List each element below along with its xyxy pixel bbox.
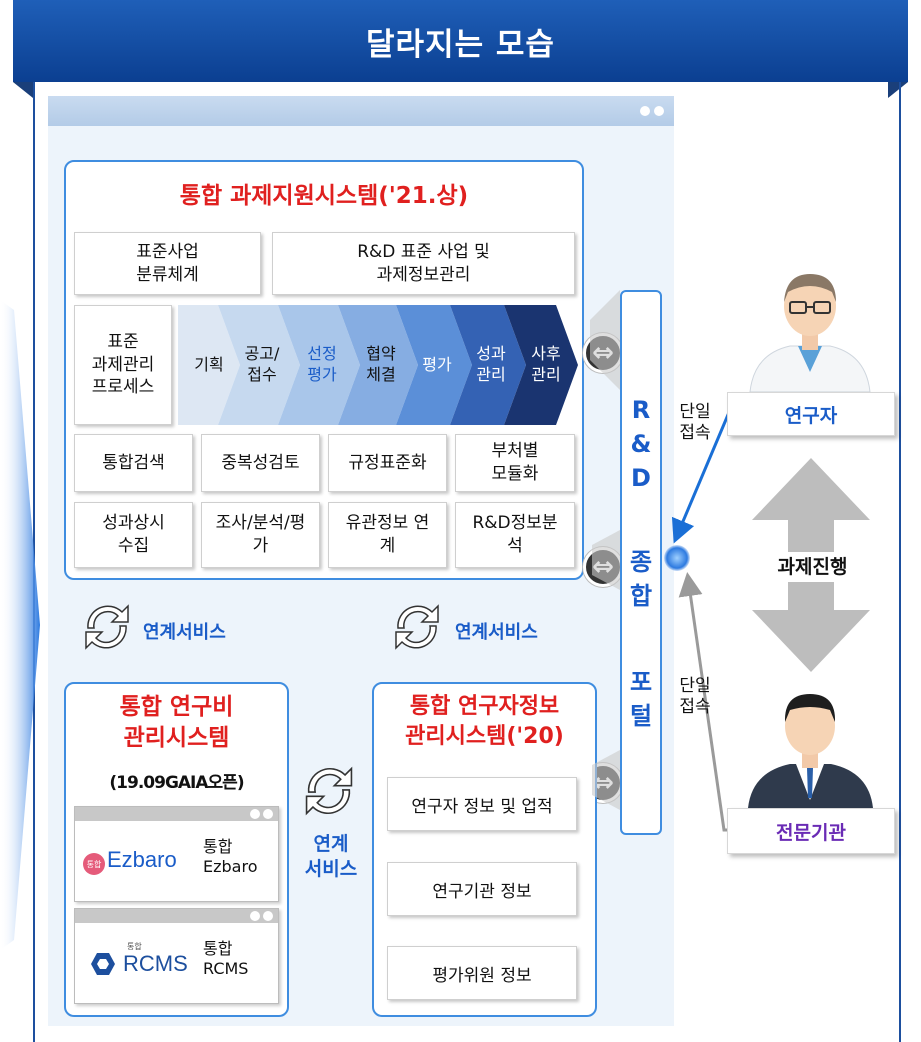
research-fund-title: 통합 연구비 관리시스템 [119, 694, 234, 752]
rcms-logo-icon [91, 953, 115, 975]
agency-role: 전문기관 [727, 808, 895, 854]
ezbaro-logo: Ezbaro [107, 847, 177, 872]
banner-fold-right [888, 82, 908, 98]
linked-service-label-left: 연계서비스 [143, 622, 226, 643]
step-planning: 기획 [194, 354, 224, 374]
window-dot-icon [654, 106, 664, 116]
window-titlebar [48, 96, 674, 126]
step-announce: 공고/ 접수 [244, 344, 280, 384]
portal-char: 털 [629, 702, 653, 730]
researcher-info-item: 연구자 정보 및 업적 [387, 777, 577, 831]
cycle-arrows-icon [298, 760, 360, 822]
single-access-top: 단일 접속 [679, 402, 711, 444]
rcms-app-box: 통합 RCMS 통합 RCMS [74, 908, 279, 1004]
researcher-info-title: 통합 연구자정보 관리시스템('20) [405, 694, 564, 749]
research-fund-subtitle: (19.09GAIA오픈) [109, 773, 244, 793]
window-dot-icon [640, 106, 650, 116]
portal-char: 합 [629, 582, 653, 610]
integrated-search-cell: 통합검색 [74, 434, 193, 492]
single-access-bottom: 단일 접속 [679, 676, 711, 718]
portal-char: 종 [629, 548, 653, 576]
process-chevrons [178, 305, 578, 425]
researcher-avatar-icon [740, 262, 880, 393]
ezbaro-app-box: 통합 Ezbaro 통합 Ezbaro [74, 806, 279, 902]
step-selection: 선정 평가 [307, 344, 337, 384]
standard-project-info-cell: R&D 표준 사업 및 과제정보관리 [272, 232, 575, 295]
step-shape-5 [396, 305, 472, 425]
page-title-banner: 달라지는 모습 [13, 0, 908, 82]
step-evaluation: 평가 [422, 354, 452, 374]
left-flow-arrow [0, 300, 40, 950]
institution-info-item: 연구기관 정보 [387, 862, 577, 916]
integrated-support-title: 통합 과제지원시스템('21.상) [179, 183, 469, 209]
survey-analysis-cell: 조사/분석/평 가 [201, 502, 320, 568]
portal-char: & [630, 430, 652, 458]
ezbaro-name: 통합 Ezbaro [203, 837, 258, 876]
evaluator-info-item: 평가위원 정보 [387, 946, 577, 1000]
portal-char: D [631, 464, 651, 492]
step-shape-4 [338, 305, 418, 425]
step-shape-6 [450, 305, 526, 425]
progress-label: 과제진행 [740, 552, 885, 582]
rcms-logo: RCMS [123, 951, 188, 976]
standard-classification-cell: 표준사업 분류체계 [74, 232, 261, 295]
cycle-arrows-icon [78, 598, 136, 656]
portal-access-point [664, 545, 690, 571]
duplication-review-cell: 중복성검토 [201, 434, 320, 492]
access-arrows [671, 409, 734, 832]
portal-connectors [590, 290, 620, 810]
step-shape-1 [178, 305, 240, 425]
step-shape-3 [278, 305, 360, 425]
rcms-name: 통합 RCMS [203, 939, 249, 978]
banner-fold-left [13, 82, 33, 98]
step-post-management: 사후 관리 [531, 344, 561, 384]
step-shape-7 [504, 305, 578, 425]
page-title: 달라지는 모습 [366, 26, 555, 63]
rcms-badge: 통합 [127, 942, 142, 951]
rnd-info-analysis-cell: R&D정보분 석 [455, 502, 575, 568]
portal-char: 포 [629, 668, 653, 696]
performance-collection-cell: 성과상시 수집 [74, 502, 193, 568]
step-agreement: 협약 체결 [366, 344, 396, 384]
related-info-link-cell: 유관정보 연 계 [328, 502, 447, 568]
step-performance: 성과 관리 [476, 344, 506, 384]
cycle-arrows-icon [388, 598, 446, 656]
standard-process-label: 표준 과제관리 프로세스 [74, 305, 172, 425]
rnd-portal: R & D 종 합 포 털 [620, 290, 662, 835]
portal-char: R [631, 396, 651, 424]
regulation-standard-cell: 규정표준화 [328, 434, 447, 492]
agency-avatar-icon [738, 680, 883, 808]
step-shape-2 [218, 305, 300, 425]
linked-service-label-middle: 연계 서비스 [304, 833, 358, 880]
linked-service-label-right: 연계서비스 [455, 622, 538, 643]
ministry-module-cell: 부처별 모듈화 [455, 434, 575, 492]
ezbaro-badge-icon: 통합 [83, 853, 105, 875]
researcher-role: 연구자 [727, 392, 895, 436]
